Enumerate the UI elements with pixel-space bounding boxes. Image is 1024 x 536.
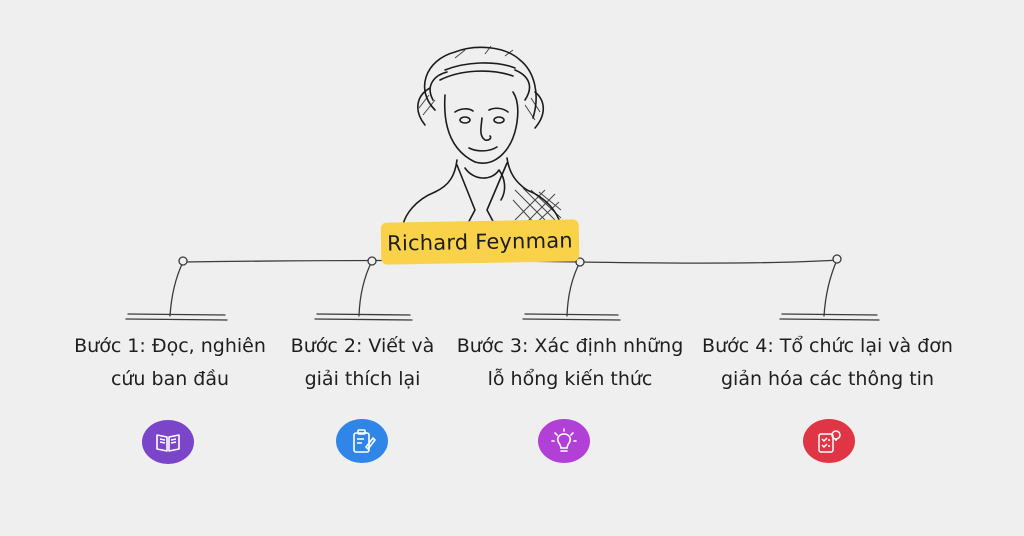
- clipboard-pen-icon: [336, 419, 388, 463]
- title-label-box: Richard Feynman: [380, 219, 580, 265]
- base-3: [522, 313, 621, 321]
- hook-1: [169, 261, 184, 317]
- book-icon: [142, 420, 194, 464]
- page-title: Richard Feynman: [386, 228, 574, 256]
- checklist-bulb-icon: [803, 419, 855, 463]
- step-4-label: Bước 4: Tổ chức lại và đơn giản hóa các …: [702, 335, 953, 390]
- node-1: [178, 256, 188, 266]
- step-1-label: Bước 1: Đọc, nghiên cứu ban đầu: [74, 335, 266, 390]
- step-3-label: Bước 3: Xác định những lỗ hổng kiến thức: [456, 335, 684, 390]
- hook-4: [823, 259, 838, 317]
- main-line: [182, 259, 839, 264]
- node-2: [367, 256, 377, 266]
- lightbulb-icon: [538, 419, 590, 463]
- hook-2: [358, 260, 373, 317]
- base-4: [779, 313, 880, 321]
- node-3: [575, 257, 585, 267]
- hook-3: [566, 261, 581, 317]
- feynman-portrait-illustration: [402, 45, 562, 225]
- node-4: [832, 254, 842, 264]
- step-2-label: Bước 2: Viết và giải thích lại: [290, 335, 435, 390]
- base-1: [125, 313, 228, 321]
- base-2: [314, 313, 413, 321]
